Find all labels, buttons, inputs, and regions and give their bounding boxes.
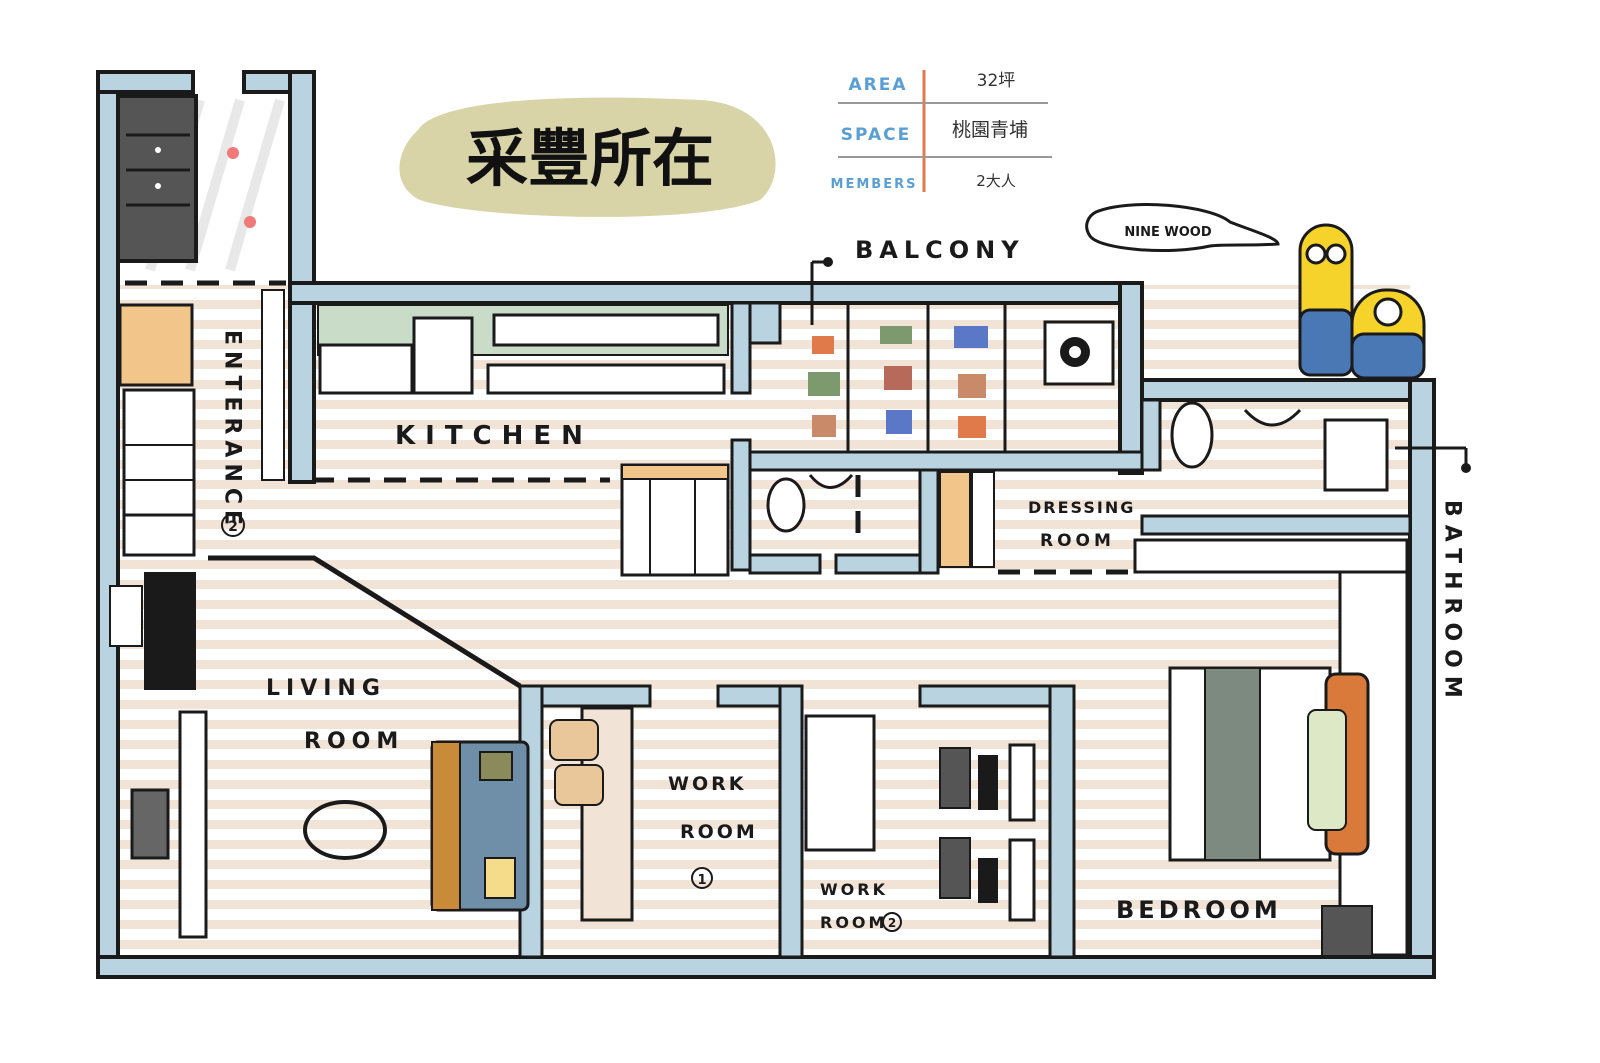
upper-cabinets	[492, 313, 720, 347]
wardrobe	[1133, 538, 1409, 574]
label-living-2: ROOM	[304, 729, 404, 754]
clothes-icon	[958, 374, 986, 398]
toilet-icon	[1170, 401, 1214, 469]
entrance-area	[116, 94, 285, 557]
label-living-1: LIVING	[266, 676, 386, 701]
kitchen-fixtures	[317, 304, 729, 395]
info-value-area: 32坪	[977, 71, 1016, 91]
clothes-icon	[884, 366, 912, 390]
info-value-members: 2大人	[976, 172, 1016, 190]
label-entrance-no: 2	[228, 519, 238, 535]
cat-bed	[549, 719, 599, 761]
label-dressing-2: ROOM	[1040, 531, 1115, 551]
label-workroom2-1: WORK	[820, 880, 888, 899]
living-fixtures	[109, 572, 530, 939]
label-entrance: ENTERANCE	[220, 330, 245, 531]
island-shelf	[620, 463, 730, 577]
label-workroom1-2: ROOM	[680, 821, 758, 843]
clothes-icon	[812, 336, 834, 354]
bookshelf	[580, 706, 634, 922]
wc-fixtures	[766, 471, 995, 568]
label-workroom1-1: WORK	[668, 773, 746, 795]
piano	[144, 572, 196, 690]
speech-bubble	[1085, 203, 1280, 253]
info-value-space: 桃園青埔	[952, 119, 1028, 141]
clothes-icon	[808, 372, 840, 396]
monitor-icon	[978, 858, 998, 903]
bathroom-fixtures	[1133, 401, 1471, 957]
grid-shelf	[804, 714, 876, 852]
title-block: 采豐所在	[399, 97, 776, 217]
label-workroom2-no: 2	[888, 916, 896, 930]
balcony-fixtures	[808, 257, 1115, 452]
clothes-icon	[880, 326, 912, 344]
page-title: 采豐所在	[466, 122, 714, 195]
washing-machine-icon	[1043, 320, 1115, 386]
label-balcony: BALCONY	[855, 236, 1025, 264]
shower-icon	[1323, 418, 1389, 492]
desk	[939, 837, 971, 899]
clothes-icon	[958, 416, 986, 438]
label-dressing-1: DRESSING	[1028, 498, 1135, 517]
outer-walls	[96, 70, 1436, 979]
label-bedroom: BEDROOM	[1116, 896, 1282, 924]
clothes-icon	[886, 410, 912, 434]
cat-bed	[554, 764, 604, 806]
title-blob	[399, 97, 776, 217]
sink-icon	[808, 473, 854, 489]
info-key-area: AREA	[848, 75, 907, 95]
interior-walls	[518, 301, 1412, 959]
coffee-table	[303, 800, 387, 860]
bedroom-fixtures	[1168, 666, 1373, 957]
speaker	[130, 788, 170, 860]
workroom-fixtures	[549, 706, 1036, 922]
dashed-thresholds	[125, 280, 1128, 575]
label-kitchen: KITCHEN	[395, 421, 593, 451]
monitor-icon	[978, 755, 998, 810]
label-bathroom: BATHROOM	[1440, 500, 1465, 706]
pegboard	[118, 303, 194, 387]
desk	[939, 747, 971, 809]
counter	[486, 363, 726, 395]
toilet-icon	[766, 477, 806, 533]
label-workroom2-2: ROOM	[820, 913, 887, 932]
shoe-cabinet	[116, 94, 198, 263]
info-key-members: MEMBERS	[831, 177, 918, 192]
living-diagonal-wall	[208, 555, 522, 689]
mascots: NINE WOOD	[1085, 203, 1426, 380]
info-key-space: SPACE	[841, 125, 911, 145]
sink-icon	[1243, 408, 1302, 427]
info-table: AREA 32坪 SPACE 桃園青埔 MEMBERS 2大人	[831, 70, 1052, 192]
label-workroom1-no: 1	[697, 873, 706, 888]
fridge	[412, 316, 474, 395]
paw-print-icon	[244, 216, 256, 228]
clothes-icon	[812, 415, 836, 437]
speech-bubble-text: NINE WOOD	[1124, 225, 1211, 240]
clothes-icon	[954, 326, 988, 348]
paw-print-icon	[227, 147, 239, 159]
tv-console	[178, 710, 208, 939]
room-labels: ENTERANCE 2 KITCHEN BALCONY LIVING ROOM …	[220, 236, 1465, 932]
bed-blanket-stripe	[1204, 667, 1261, 861]
